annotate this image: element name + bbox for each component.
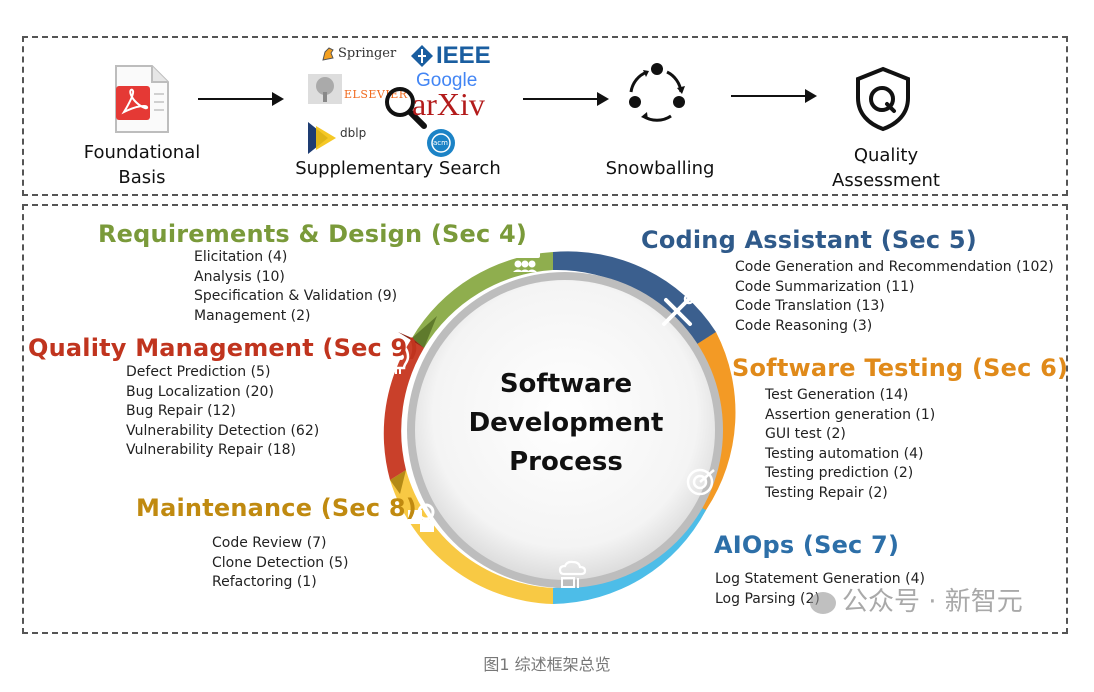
flow-arrow-2 (523, 92, 609, 106)
section-title-testing: Software Testing (Sec 6) (732, 354, 1069, 382)
list-item: Code Generation and Recommendation (102) (735, 259, 1054, 275)
step-supplementary-search: Supplementary Search (295, 158, 501, 179)
section-title-coding: Coding Assistant (Sec 5) (641, 226, 977, 254)
watermark: 公众号 · 新智元 (810, 581, 1023, 618)
list-item: Testing prediction (2) (765, 465, 914, 482)
list-item: Assertion generation (1) (765, 406, 936, 423)
workflow-frame (22, 36, 1068, 196)
list-item: Testing automation (4) (765, 445, 924, 462)
springer-horse-icon (322, 47, 334, 61)
list-item: Bug Repair (12) (126, 403, 236, 420)
taxonomy-frame (22, 204, 1068, 634)
puzzle-gear-icon (408, 503, 435, 532)
team-board-icon (510, 240, 540, 272)
list-item: Testing Repair (2) (765, 484, 888, 501)
list-item: Code Review (7) (212, 535, 327, 551)
list-item: Bug Localization (20) (126, 383, 274, 400)
flow-arrow-1 (198, 92, 284, 106)
segment-coding (553, 251, 716, 346)
section-list-aiops: Log Statement Generation (4) Log Parsing… (715, 570, 925, 609)
process-cycle-ring (382, 240, 736, 604)
wrench-screwdriver-icon (662, 293, 695, 326)
list-item: Log Parsing (2) (715, 590, 820, 607)
segment-requirements (412, 252, 553, 348)
list-item: Code Summarization (11) (735, 278, 915, 295)
list-item: Vulnerability Repair (18) (126, 442, 297, 459)
list-item: Analysis (10) (194, 268, 285, 285)
acm-logo: acm (433, 139, 448, 147)
flow-arrow-3 (731, 89, 817, 103)
step-snowballing: Snowballing (605, 158, 715, 179)
segment-maintenance (390, 470, 553, 604)
step-quality-assessment: Quality Assessment (832, 145, 940, 191)
list-item: Management (2) (194, 307, 311, 324)
section-list-testing: Test Generation (14) Assertion generatio… (765, 386, 935, 504)
list-item: Test Generation (14) (765, 387, 909, 403)
dblp-logo: dblp (340, 126, 367, 140)
cloud-computer-icon (558, 560, 587, 588)
step-foundational-basis: Foundational Basis (83, 142, 201, 188)
ieee-diamond-icon (411, 45, 433, 67)
list-item: GUI test (2) (765, 426, 846, 443)
springer-logo: Springer (338, 46, 397, 61)
snowballing-cycle-icon (629, 63, 685, 122)
section-title-aiops: AIOps (Sec 7) (714, 531, 900, 559)
section-list-coding: Code Generation and Recommendation (102)… (735, 258, 1054, 336)
source-logos: Springer IEEE ELSEVIER Google arXiv dblp… (300, 40, 510, 160)
figure-caption: 图1 综述框架总览 (483, 655, 611, 674)
dblp-icon (308, 122, 336, 154)
section-title-quality: Quality Management (Sec 9) (28, 334, 419, 362)
section-title-requirements: Requirements & Design (Sec 4) (98, 220, 528, 248)
wechat-icon (810, 591, 836, 614)
list-item: Vulnerability Detection (62) (126, 422, 320, 439)
list-item: Elicitation (4) (194, 249, 288, 265)
segment-quality (383, 338, 424, 480)
section-title-maintenance: Maintenance (Sec 8) (136, 494, 417, 522)
section-list-maintenance: Code Review (7) Clone Detection (5) Refa… (212, 534, 348, 593)
center-title: Software Development Process (468, 369, 664, 477)
list-item: Clone Detection (5) (212, 554, 349, 571)
list-item: Refactoring (1) (212, 574, 317, 591)
quality-shield-icon (856, 66, 910, 132)
list-item: Code Translation (13) (735, 298, 885, 315)
skull-icon (382, 342, 410, 374)
list-item: Code Reasoning (3) (735, 317, 873, 334)
pdf-document-icon (115, 65, 169, 133)
target-icon (686, 468, 715, 496)
section-list-quality: Defect Prediction (5) Bug Localization (… (126, 363, 319, 461)
list-item: Specification & Validation (9) (194, 288, 398, 305)
google-logo: Google (416, 70, 478, 91)
section-list-requirements: Elicitation (4) Analysis (10) Specificat… (194, 248, 397, 326)
list-item: Defect Prediction (5) (126, 364, 271, 380)
elsevier-tree-icon (308, 74, 342, 104)
magnifier-icon (385, 87, 427, 129)
list-item: Log Statement Generation (4) (715, 571, 925, 587)
arxiv-logo: arXiv (412, 86, 485, 122)
acm-badge-icon (427, 129, 455, 157)
ieee-logo: IEEE (436, 42, 491, 69)
